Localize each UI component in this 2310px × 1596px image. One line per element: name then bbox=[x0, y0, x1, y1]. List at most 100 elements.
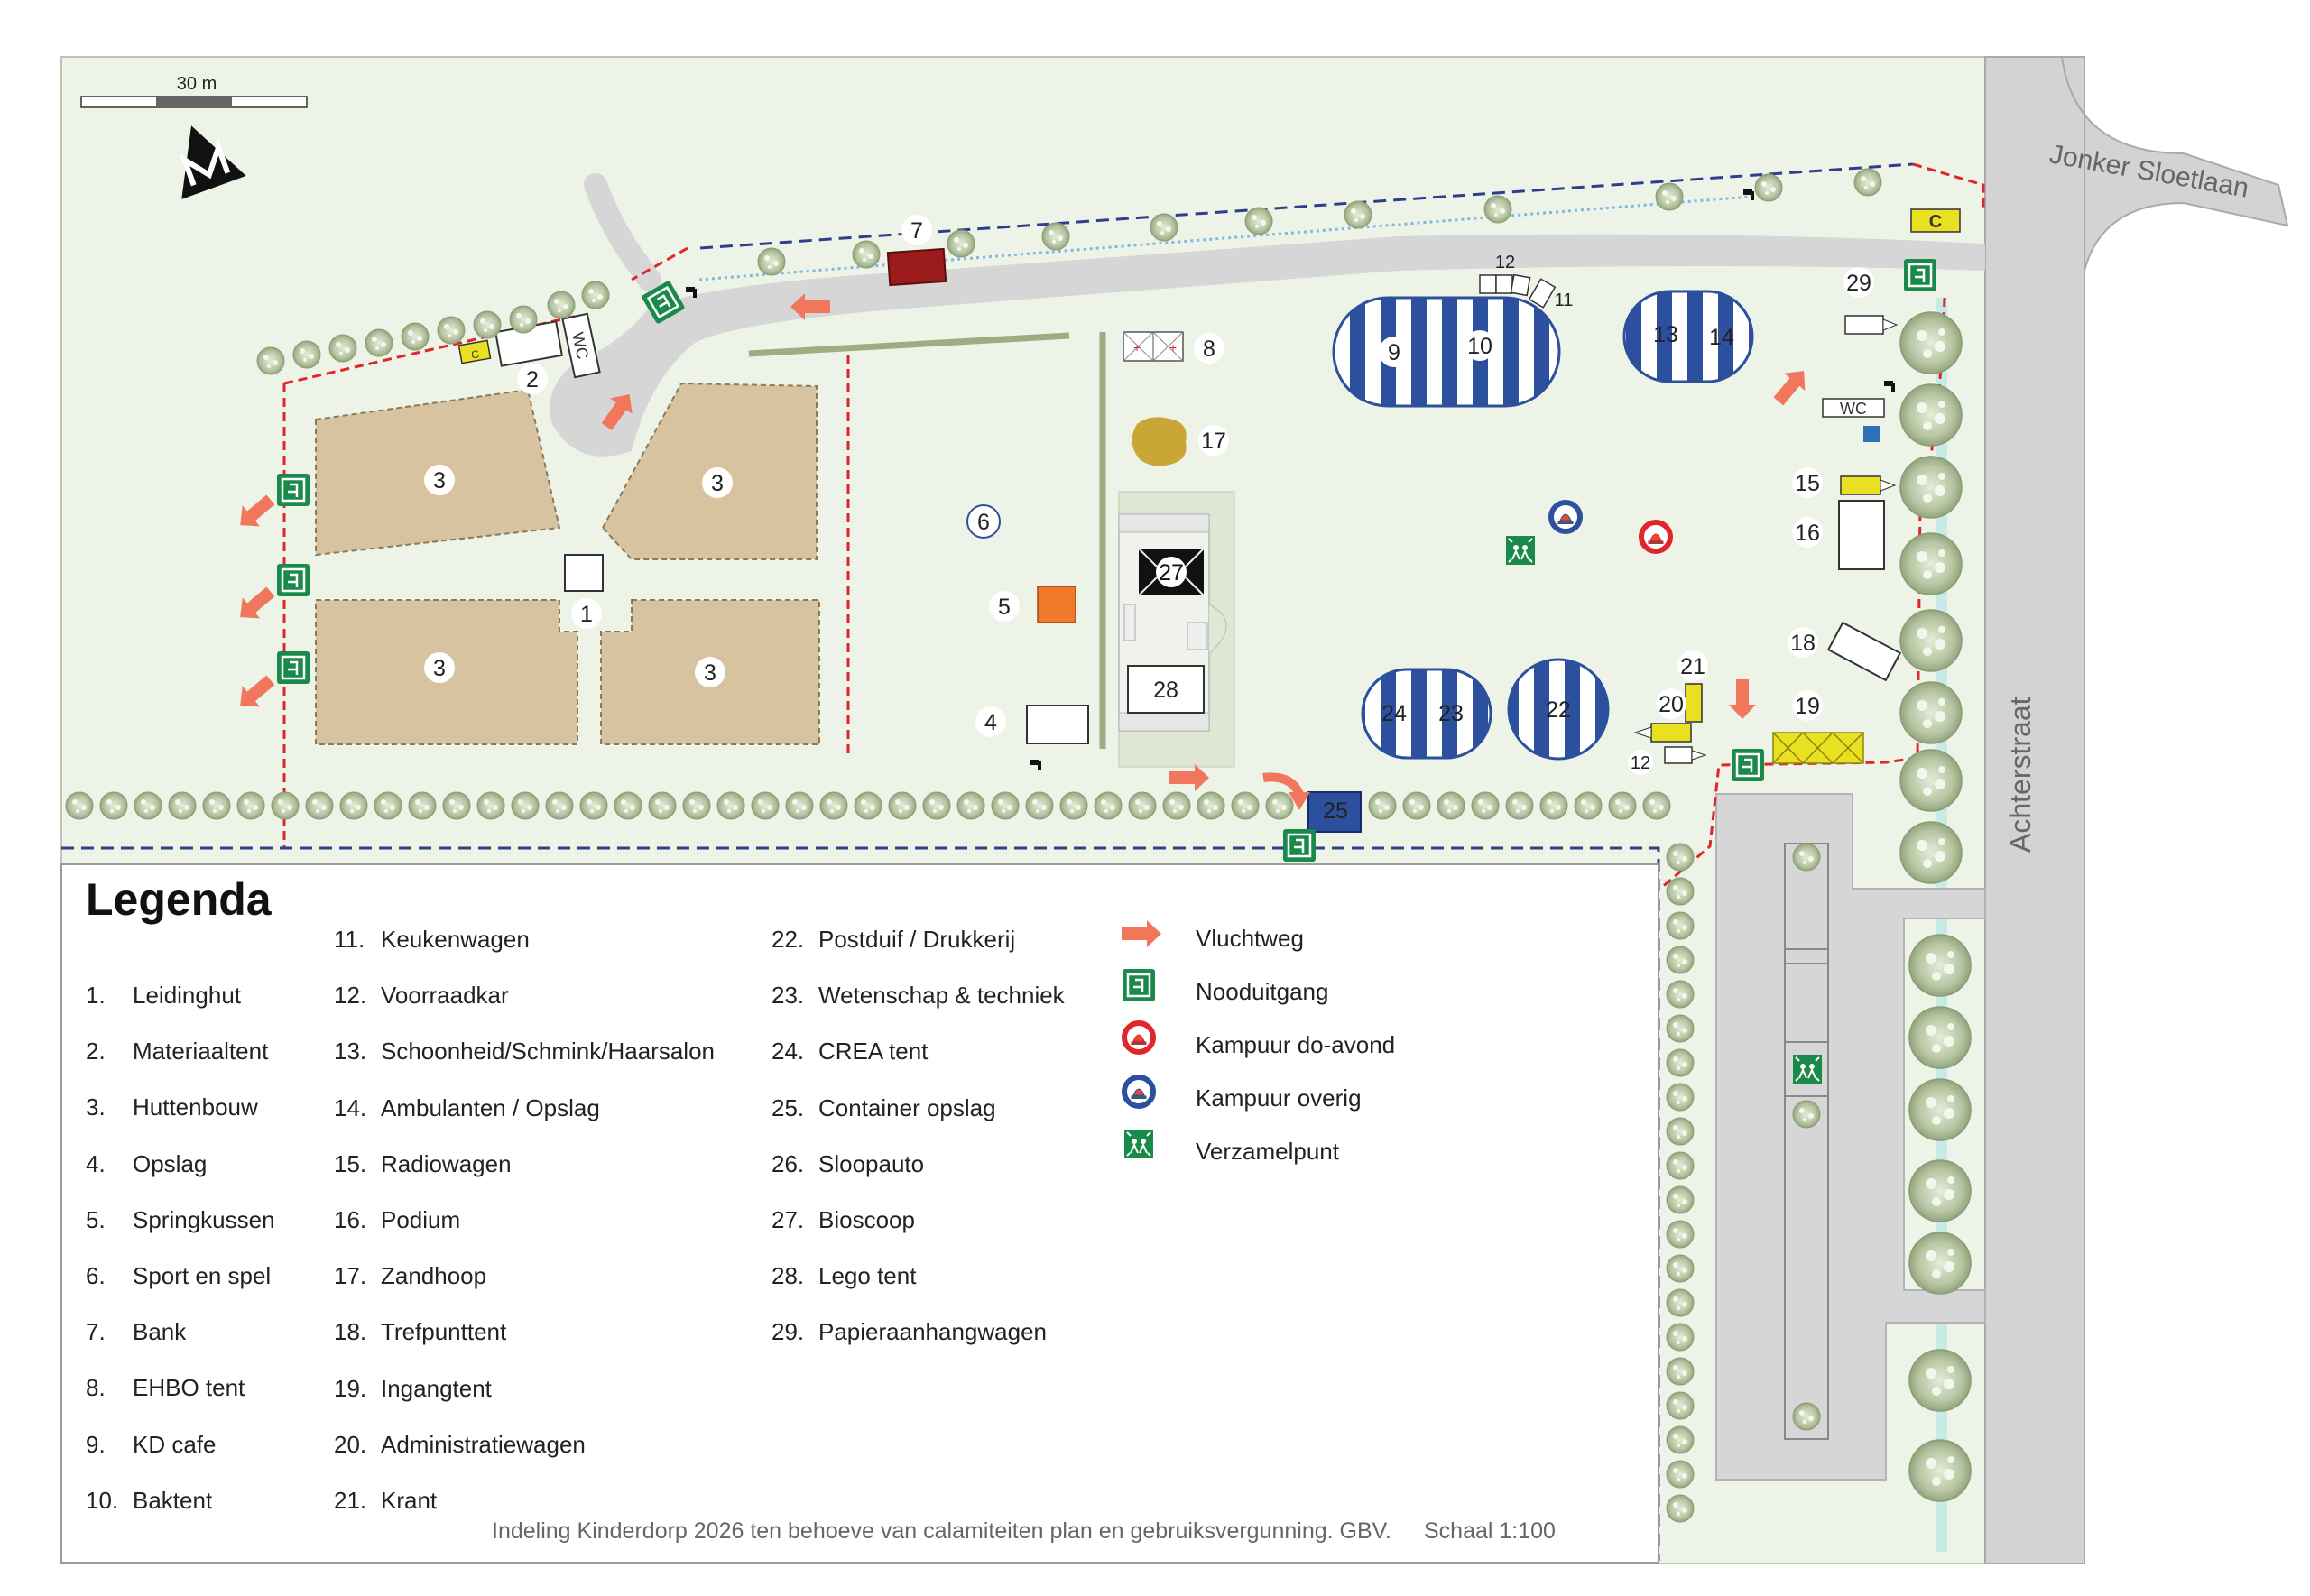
svg-text:18: 18 bbox=[1790, 631, 1816, 656]
legend-item-24: 24.CREA tent bbox=[772, 1038, 928, 1066]
emergency-exit-icon-bottom bbox=[1281, 827, 1317, 863]
tree bbox=[1792, 1100, 1821, 1129]
tree-large bbox=[1908, 1159, 1972, 1222]
legend-item-label: Krant bbox=[381, 1487, 438, 1514]
krant bbox=[1685, 683, 1703, 723]
legend-item-25: 25.Container opslag bbox=[772, 1094, 996, 1122]
legend-item-label: Keukenwagen bbox=[381, 926, 530, 953]
tree bbox=[1025, 791, 1054, 820]
svg-text:7: 7 bbox=[910, 218, 923, 244]
tree bbox=[1128, 791, 1157, 820]
tree bbox=[256, 346, 285, 375]
tree bbox=[1402, 791, 1431, 820]
svg-text:29: 29 bbox=[1846, 271, 1871, 296]
tree bbox=[922, 791, 951, 820]
legend-item-2: 2.Materiaaltent bbox=[86, 1038, 268, 1066]
map-label-12: 12 bbox=[1495, 253, 1515, 272]
tree-large bbox=[1899, 681, 1963, 744]
map-label-3: 3 bbox=[424, 652, 455, 683]
legend-item-number: 2. bbox=[86, 1038, 106, 1066]
legend-item-number: 8. bbox=[86, 1374, 106, 1402]
legend-item-19: 19.Ingangtent bbox=[334, 1375, 492, 1403]
map-label-19: 19 bbox=[1792, 690, 1823, 721]
legend-item-label: Container opslag bbox=[818, 1093, 996, 1121]
map-label-25: 25 bbox=[1323, 798, 1348, 824]
tree bbox=[1244, 207, 1273, 235]
tree bbox=[437, 316, 466, 345]
tree bbox=[947, 229, 975, 258]
tree bbox=[547, 291, 576, 319]
c-label-left: C bbox=[470, 347, 480, 361]
legend-item-label: Papieraanhangwagen bbox=[818, 1318, 1047, 1346]
tree bbox=[1162, 791, 1191, 820]
legend-item-label: Opslag bbox=[133, 1149, 208, 1177]
tree bbox=[1041, 222, 1070, 251]
legend-campfire-red-icon bbox=[1124, 1023, 1153, 1052]
legend-item-label: Schoonheid/Schmink/Haarsalon bbox=[381, 1038, 715, 1066]
tree bbox=[1655, 182, 1684, 211]
legend-item-label: Trefpunttent bbox=[381, 1318, 507, 1346]
map-label-20: 20 bbox=[1656, 688, 1686, 719]
central-complex bbox=[1118, 491, 1235, 768]
legend-item-label: Lego tent bbox=[818, 1262, 917, 1290]
map-label-11: 11 bbox=[1555, 291, 1574, 310]
tree bbox=[374, 791, 402, 820]
tree bbox=[1666, 1220, 1695, 1249]
legend-item-label: Postduif / Drukkerij bbox=[818, 926, 1016, 953]
legend-item-label: Voorraadkar bbox=[381, 982, 509, 1010]
legend-item-label: Springkussen bbox=[133, 1205, 275, 1233]
legend-item-7: 7.Bank bbox=[86, 1318, 186, 1346]
wc-label-right: WC bbox=[1840, 400, 1867, 418]
tree bbox=[1792, 1402, 1821, 1431]
fence-red-top-right bbox=[1912, 162, 1985, 209]
map-label-12: 12 bbox=[1628, 750, 1653, 775]
legend-item-27: 27.Bioscoop bbox=[772, 1206, 915, 1234]
road-jonker-sloetlaan bbox=[2060, 56, 2289, 272]
tree bbox=[401, 322, 430, 351]
legend-item-label: Wetenschap & techniek bbox=[818, 982, 1065, 1010]
svg-text:5: 5 bbox=[998, 595, 1011, 620]
legend-item-number: 6. bbox=[86, 1262, 106, 1289]
emergency-exit-icon-topright bbox=[1902, 257, 1938, 293]
legend-title: Legenda bbox=[86, 874, 272, 925]
tree bbox=[236, 791, 265, 820]
svg-text:27: 27 bbox=[1159, 560, 1184, 586]
legend-item-label: Zandhoop bbox=[381, 1262, 487, 1290]
tree bbox=[1666, 1288, 1695, 1317]
tree bbox=[751, 791, 780, 820]
tree-large bbox=[1899, 383, 1963, 447]
legend-item-label: EHBO tent bbox=[133, 1374, 245, 1402]
voorraadkar-bottom bbox=[1664, 746, 1707, 764]
svg-text:6: 6 bbox=[977, 510, 990, 535]
tree bbox=[1437, 791, 1465, 820]
tree bbox=[1059, 791, 1088, 820]
campfire-blue-icon bbox=[1551, 503, 1580, 531]
tree bbox=[1666, 1185, 1695, 1214]
svg-text:12: 12 bbox=[1495, 253, 1515, 272]
map-label-1: 1 bbox=[571, 598, 602, 629]
legend-item-number: 13. bbox=[334, 1038, 367, 1066]
legend-item-number: 10. bbox=[86, 1486, 119, 1514]
svg-text:25: 25 bbox=[1323, 798, 1348, 824]
tree bbox=[365, 328, 393, 357]
legend-item-1: 1.Leidinghut bbox=[86, 982, 241, 1010]
tree-large bbox=[1908, 1349, 1972, 1412]
legend-item-number: 20. bbox=[334, 1430, 367, 1458]
tree bbox=[1666, 1083, 1695, 1112]
tree bbox=[1265, 791, 1294, 820]
legend-item-26: 26.Sloopauto bbox=[772, 1150, 924, 1178]
papieraanhangwagen bbox=[1844, 315, 1899, 335]
legend-item-3: 3.Huttenbouw bbox=[86, 1093, 258, 1121]
legend-item-label: Ambulanten / Opslag bbox=[381, 1093, 600, 1121]
legend-assembly-point-icon bbox=[1123, 1129, 1154, 1159]
tree bbox=[168, 791, 197, 820]
tree bbox=[1505, 791, 1534, 820]
c-container-right bbox=[1910, 208, 1961, 233]
tree bbox=[1666, 1494, 1695, 1523]
tree bbox=[1574, 791, 1603, 820]
opslag bbox=[1026, 705, 1089, 744]
tree bbox=[1666, 1254, 1695, 1283]
legend-campfire-blue-icon bbox=[1124, 1077, 1153, 1106]
tree bbox=[888, 791, 917, 820]
ehbo-tent: + + bbox=[1123, 331, 1184, 362]
